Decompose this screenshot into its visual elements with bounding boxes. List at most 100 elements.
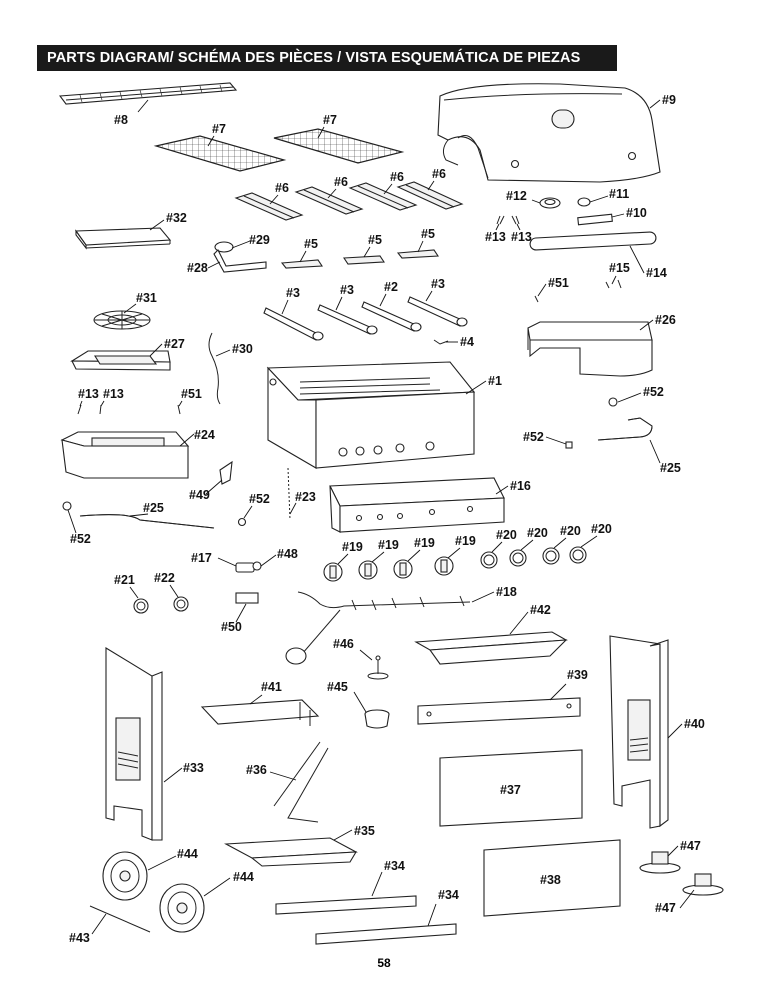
- leader-p32: [149, 219, 165, 231]
- leader-p13a: [495, 223, 500, 231]
- leader-p24: [179, 433, 195, 447]
- leader-p50: [235, 603, 247, 623]
- label-p38: #38: [540, 873, 561, 887]
- part-labels: #8 #7 #7 #9 #6 #6 #6 #6 #12 #11 #10 #13 …: [69, 93, 705, 945]
- label-p6a: #6: [275, 181, 289, 195]
- label-p50: #50: [221, 620, 242, 634]
- rear-panel-part: [417, 697, 581, 725]
- leader-p13b: [516, 223, 521, 231]
- label-p28: #28: [187, 261, 208, 275]
- label-p34b: #34: [438, 888, 459, 902]
- cross-braces-part: [275, 895, 457, 945]
- label-p25a: #25: [660, 461, 681, 475]
- label-p42: #42: [530, 603, 551, 617]
- leader-p21: [129, 586, 139, 599]
- leader-p51a: [537, 283, 547, 297]
- label-p6d: #6: [432, 167, 446, 181]
- label-p52b: #52: [523, 430, 544, 444]
- leader-p10: [611, 213, 625, 218]
- label-p35: #35: [354, 824, 375, 838]
- leader-p26: [639, 319, 654, 331]
- leader-p5b: [363, 246, 371, 258]
- spacer-part: [235, 592, 259, 604]
- label-p52a: #52: [643, 385, 664, 399]
- firebox-part: [266, 361, 476, 469]
- label-p39: #39: [567, 668, 588, 682]
- label-p7b: #7: [323, 113, 337, 127]
- leader-p48: [260, 554, 277, 567]
- leader-p46: [359, 649, 373, 661]
- leader-p40: [667, 723, 683, 739]
- leader-p44b: [203, 877, 231, 897]
- leader-p49: [205, 479, 223, 495]
- leader-p27: [149, 343, 163, 357]
- leader-p47a: [667, 845, 679, 857]
- label-p20b: #20: [527, 526, 548, 540]
- label-p11: #11: [609, 187, 629, 201]
- wheels-part: [102, 851, 205, 933]
- cooking-grate-left-part: [153, 135, 287, 172]
- leader-p20a: [491, 541, 503, 553]
- label-p3a: #3: [286, 286, 300, 300]
- label-p18: #18: [496, 585, 517, 599]
- leader-p3a: [281, 299, 289, 315]
- label-p29: #29: [249, 233, 270, 247]
- leader-p31: [123, 303, 137, 314]
- leader-p52b: [545, 436, 567, 445]
- leader-p12: [531, 199, 541, 204]
- axle-part: [89, 905, 151, 933]
- label-p32: #32: [166, 211, 187, 225]
- leader-p44a: [147, 855, 177, 871]
- leader-p41: [249, 694, 263, 705]
- leader-p34a: [371, 871, 383, 897]
- label-p51b: #51: [181, 387, 202, 401]
- side-burner-hose-part: [208, 332, 221, 405]
- leader-p20c: [553, 537, 567, 549]
- label-p40: #40: [684, 717, 705, 731]
- igniter-part: [235, 561, 262, 573]
- label-p31: #31: [136, 291, 157, 305]
- label-p19d: #19: [455, 534, 476, 548]
- label-p41: #41: [261, 680, 282, 694]
- leader-p25a: [649, 439, 661, 464]
- label-p5c: #5: [421, 227, 435, 241]
- brace-rod-part: [273, 741, 329, 823]
- right-leg-panel-part: [609, 635, 669, 829]
- leader-p52a: [617, 392, 642, 403]
- leader-p18: [471, 591, 495, 603]
- label-p4: #4: [460, 335, 474, 349]
- label-p5a: #5: [304, 237, 318, 251]
- label-p8a: #8: [114, 113, 128, 127]
- label-p49: #49: [189, 488, 210, 502]
- label-p36: #36: [246, 763, 267, 777]
- label-p33: #33: [183, 761, 204, 775]
- leader-p33: [163, 767, 183, 783]
- leader-p2: [379, 293, 387, 307]
- leader-p51b: [178, 400, 183, 407]
- leader-p20b: [520, 539, 534, 551]
- leader-p20d: [580, 535, 598, 548]
- leader-p19b: [371, 551, 385, 563]
- label-p16: #16: [510, 479, 531, 493]
- label-p46: #46: [333, 637, 354, 651]
- label-p34a: #34: [384, 859, 405, 873]
- label-p2: #2: [384, 280, 398, 294]
- manifold-part: [285, 591, 471, 665]
- leader-p45: [353, 691, 367, 713]
- side-burner-knob-part: [133, 596, 189, 614]
- side-burner-body-part: [60, 431, 190, 479]
- label-p21: #21: [114, 573, 135, 587]
- leader-p16: [495, 485, 509, 495]
- leader-p13d: [100, 400, 105, 407]
- door-panel-part: [439, 749, 583, 827]
- crossover-tube-part: [529, 231, 657, 303]
- label-p20a: #20: [496, 528, 517, 542]
- igniter-wire-part: [287, 467, 291, 521]
- label-p14: #14: [646, 266, 667, 280]
- label-p20d: #20: [591, 522, 612, 536]
- leader-p14: [629, 245, 645, 274]
- bottom-shelf-part: [224, 837, 358, 867]
- label-p52d: #52: [70, 532, 91, 546]
- leader-p1: [465, 380, 487, 395]
